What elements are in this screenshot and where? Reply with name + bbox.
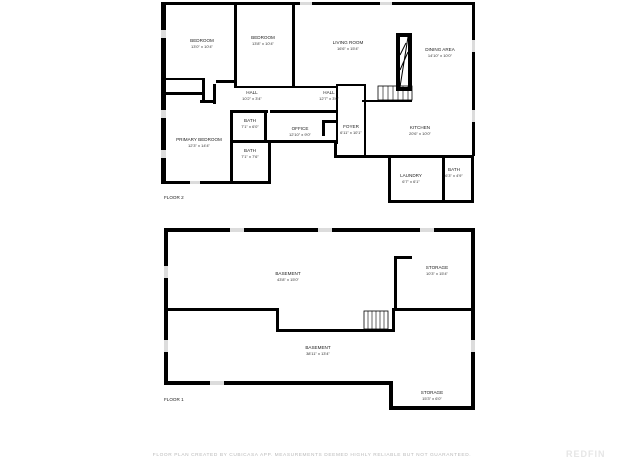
room-dims-primary-bedroom: 12'3" x 14'4" [188,143,211,148]
floor-1-label: FLOOR 1 [164,397,184,402]
room-dims-hall-2: 12'7" x 3'0" [319,96,339,101]
room-name-basement-2: BASEMENT [305,345,330,350]
room-dims-bath-3: 6'3" x 4'9" [445,173,463,178]
stairs-floor-1 [363,310,389,330]
room-dims-bedroom-1: 13'0" x 10'4" [191,44,214,49]
floor-2-plan: BEDROOM 13'0" x 10'4" BEDROOM 13'8" x 10… [161,2,475,203]
room-name-hall-2: HALL [323,90,335,95]
room-dims-bedroom-2: 13'8" x 10'4" [252,41,275,46]
room-dims-kitchen: 20'6" x 10'0" [409,131,432,136]
room-name-kitchen: KITCHEN [410,125,430,130]
room-name-basement-1: BASEMENT [275,271,300,276]
room-name-laundry: LAUNDRY [400,173,422,178]
room-dims-bath-2: 7'1" x 7'6" [241,154,259,159]
room-name-primary-bedroom: PRIMARY BEDROOM [176,137,222,142]
room-name-bath-1: BATH [244,118,256,123]
room-dims-basement-1: 43'8" x 15'0" [277,277,300,282]
room-dims-storage-2: 15'3" x 6'0" [422,396,442,401]
room-name-bedroom-1: BEDROOM [190,38,214,43]
room-dims-foyer: 6'11" x 10'1" [340,130,362,135]
room-dims-laundry: 6'7" x 6'1" [402,179,420,184]
room-name-living-room: LIVING ROOM [333,40,364,45]
room-dims-basement-2: 38'11" x 13'4" [306,351,330,356]
room-name-bath-3: BATH [448,167,460,172]
room-name-bedroom-2: BEDROOM [251,35,275,40]
room-dims-dining-area: 14'10" x 10'0" [428,53,453,58]
watermark: REDFIN [566,449,606,459]
room-dims-office: 12'10" x 9'0" [289,132,312,137]
room-name-foyer: FOYER [343,124,360,129]
floor-1-plan: BASEMENT 43'8" x 15'0" STORAGE 10'3" x 1… [164,228,475,410]
room-dims-bath-1: 7'1" x 6'0" [241,124,259,129]
room-dims-hall-1: 10'2" x 3'4" [242,96,262,101]
floor-2-label: FLOOR 2 [164,195,184,200]
room-name-bath-2: BATH [244,148,256,153]
room-dims-living-room: 16'6" x 15'4" [337,46,360,51]
room-dims-storage-1: 10'3" x 15'4" [426,271,449,276]
room-name-hall-1: HALL [246,90,258,95]
footer-disclaimer: FLOOR PLAN CREATED BY CUBICASA APP. MEAS… [153,452,471,458]
room-name-storage-2: STORAGE [421,390,443,395]
room-name-dining-area: DINING AREA [425,47,456,52]
room-name-office: OFFICE [292,126,309,131]
stairs-floor-2 [377,85,413,101]
room-name-storage-1: STORAGE [426,265,448,270]
